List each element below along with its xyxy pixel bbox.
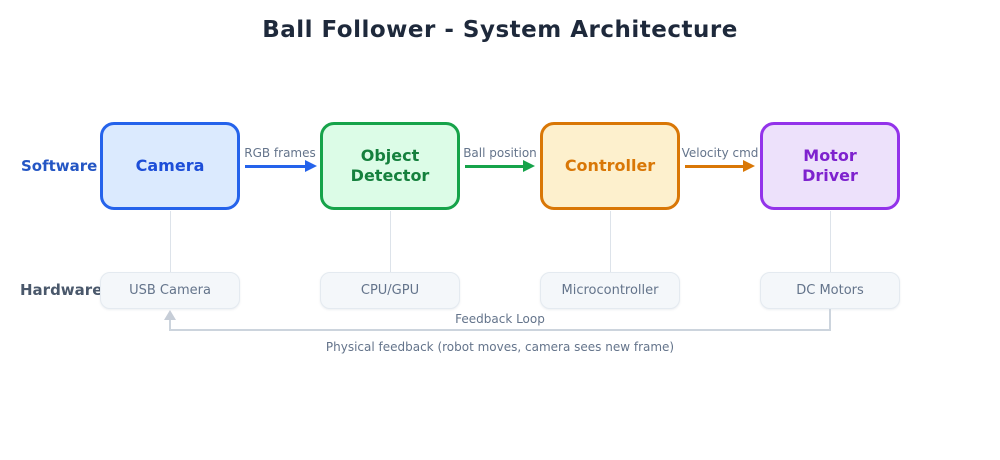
feedback-loop-label: Feedback Loop — [455, 312, 545, 326]
hardware-layer-label: Hardware — [20, 281, 103, 299]
arrow-ball-position-line — [465, 165, 523, 168]
node-object-detector: Object Detector — [320, 122, 460, 210]
feedback-caption: Physical feedback (robot moves, camera s… — [325, 340, 675, 354]
arrow-label-rgb-frames: RGB frames — [244, 146, 316, 160]
node-usb-camera: USB Camera — [100, 272, 240, 309]
feedback-loop-line-bottom — [169, 329, 831, 331]
arrow-rgb-frames-line — [245, 165, 307, 168]
connector-motor-driver-dc-motors — [830, 211, 831, 272]
node-microcontroller-label: Microcontroller — [561, 283, 659, 298]
diagram-title: Ball Follower - System Architecture — [262, 17, 738, 43]
node-cpu-gpu-label: CPU/GPU — [360, 283, 420, 298]
node-motor-driver: Motor Driver — [760, 122, 900, 210]
arrow-label-velocity-cmd: Velocity cmd — [681, 146, 759, 160]
software-layer-label: Software — [21, 157, 98, 175]
node-camera: Camera — [100, 122, 240, 210]
arrow-right-icon — [305, 160, 317, 172]
node-camera-label: Camera — [135, 156, 205, 175]
node-controller-label: Controller — [564, 156, 656, 175]
node-controller: Controller — [540, 122, 680, 210]
node-object-detector-label: Object Detector — [350, 146, 430, 185]
node-microcontroller: Microcontroller — [540, 272, 680, 309]
connector-object-detector-cpu-gpu — [390, 211, 391, 272]
connector-controller-microcontroller — [610, 211, 611, 272]
arrow-up-icon — [164, 310, 176, 320]
node-usb-camera-label: USB Camera — [129, 283, 211, 298]
connector-camera-usb-camera — [170, 211, 171, 272]
node-cpu-gpu: CPU/GPU — [320, 272, 460, 309]
node-dc-motors: DC Motors — [760, 272, 900, 309]
arrow-right-icon — [523, 160, 535, 172]
node-motor-driver-label: Motor Driver — [802, 146, 858, 185]
node-dc-motors-label: DC Motors — [796, 283, 864, 298]
arrow-right-icon — [743, 160, 755, 172]
arrow-velocity-cmd-line — [685, 165, 743, 168]
feedback-loop-line-right — [829, 309, 831, 330]
feedback-loop-line-left — [169, 319, 171, 331]
arrow-label-ball-position: Ball position — [463, 146, 537, 160]
